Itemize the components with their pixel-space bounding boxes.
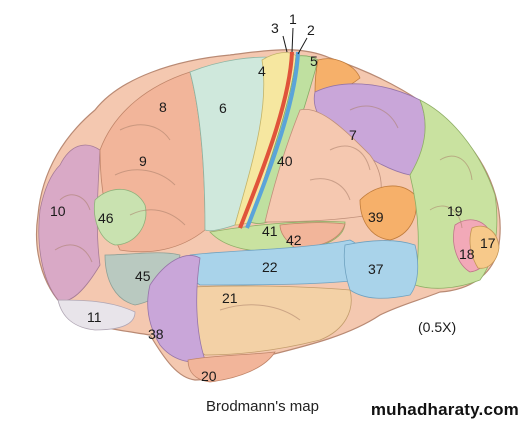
region-angular	[359, 185, 417, 241]
gyri-lines	[54, 105, 473, 321]
region-visual-17	[469, 225, 500, 269]
central-sulcus-blue	[245, 51, 300, 229]
area-label-7: 7	[349, 127, 357, 143]
area-label-41: 41	[262, 223, 278, 239]
area-label-10: 10	[50, 203, 66, 219]
area-label-1: 1	[289, 11, 297, 27]
region-temporal-middle	[174, 285, 352, 356]
area-label-45: 45	[135, 268, 151, 284]
area-label-17: 17	[480, 235, 496, 251]
area-label-18: 18	[459, 246, 475, 262]
area-label-11: 11	[87, 309, 102, 325]
region-46	[93, 188, 147, 246]
area-label-22: 22	[262, 259, 278, 275]
area-label-40: 40	[277, 153, 293, 169]
area-label-37: 37	[368, 261, 384, 277]
area-label-42: 42	[286, 232, 302, 248]
area-label-4: 4	[258, 63, 266, 79]
figure-caption: Brodmann's map	[206, 398, 319, 415]
area-label-46: 46	[98, 210, 114, 226]
watermark: muhadharaty.com	[370, 400, 519, 419]
area-label-39: 39	[368, 209, 384, 225]
area-label-19: 19	[447, 203, 463, 219]
area-label-2: 2	[307, 22, 315, 38]
region-auditory-42	[279, 222, 346, 249]
region-temporal-inferior	[187, 351, 276, 383]
region-37	[343, 240, 419, 299]
area-label-8: 8	[159, 99, 167, 115]
leader-lines	[282, 27, 308, 55]
area-label-38: 38	[148, 326, 164, 342]
area-label-3: 3	[271, 20, 279, 36]
region-frontal-pole	[38, 144, 101, 302]
central-sulcus-red	[238, 51, 294, 229]
area-label-9: 9	[139, 153, 147, 169]
area-label-20: 20	[201, 368, 217, 384]
region-orbital	[57, 299, 136, 331]
region-temporal-pole	[147, 255, 206, 363]
scale-label: (0.5X)	[418, 319, 456, 335]
area-label-5: 5	[310, 53, 318, 69]
area-label-6: 6	[219, 100, 227, 116]
area-label-21: 21	[222, 290, 238, 306]
